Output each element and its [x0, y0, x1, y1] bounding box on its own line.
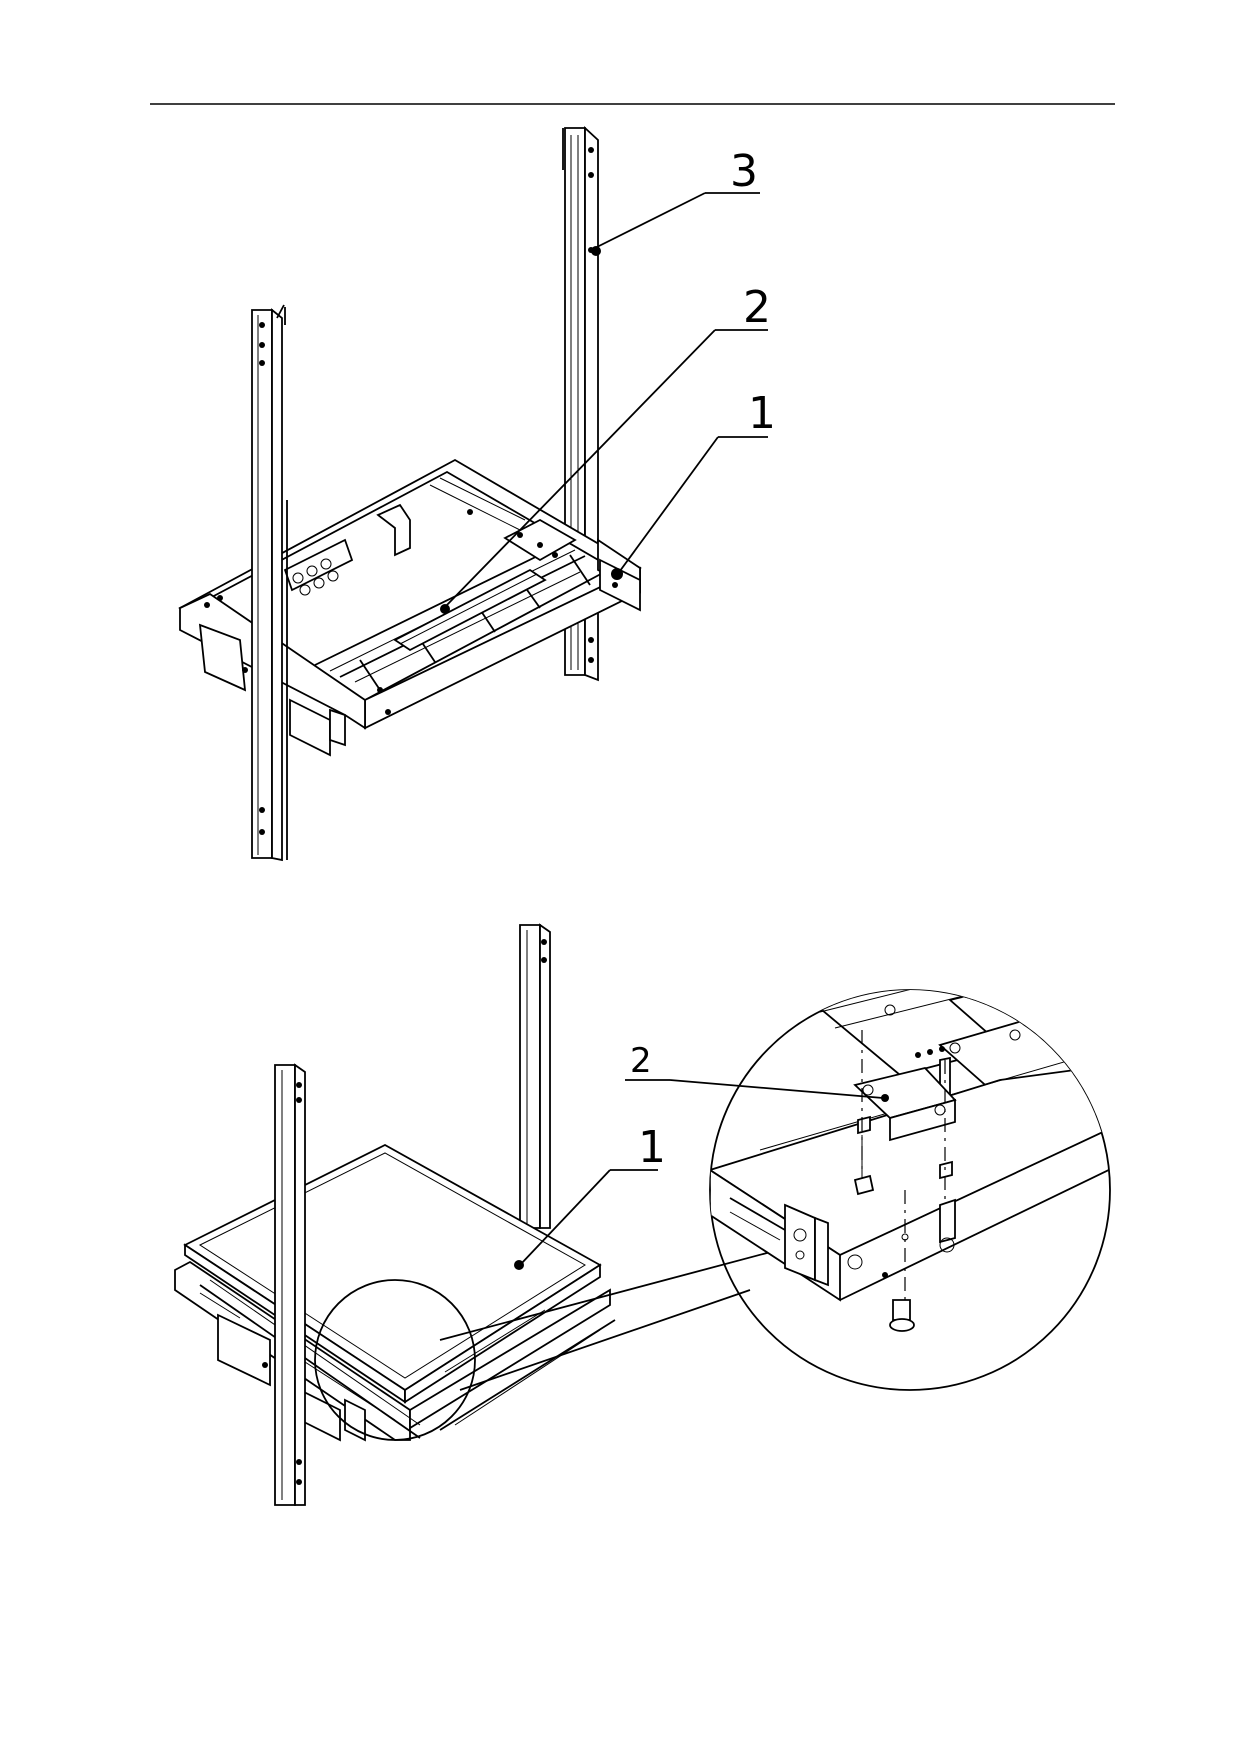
- callout-label-1: 1: [638, 1122, 666, 1173]
- detail-connector-lower: [459, 1289, 751, 1391]
- detail-callout-2: 2: [625, 1041, 889, 1102]
- detail-locator-circle: [314, 1279, 476, 1441]
- top-assembly-figure: 3 2 1: [178, 125, 776, 862]
- left-guide-rail: [251, 304, 288, 862]
- callout-label-1: 1: [748, 388, 776, 439]
- top-callout-3: 3: [590, 146, 760, 256]
- detail-connector-upper: [439, 1249, 779, 1341]
- top-callout-1: 1: [611, 388, 776, 580]
- bottom-left-guide-rail: [274, 1063, 306, 1506]
- callout-label-2: 2: [743, 282, 771, 333]
- detail-view: 2: [625, 989, 1111, 1391]
- bottom-right-guide-rail: [519, 923, 551, 1229]
- callout-label-3: 3: [730, 146, 758, 197]
- bottom-callout-1: 1: [514, 1122, 666, 1270]
- top-callout-2: 2: [440, 282, 771, 614]
- callout-label-2: 2: [630, 1041, 652, 1081]
- bottom-assembly-figure: 1: [174, 923, 779, 1506]
